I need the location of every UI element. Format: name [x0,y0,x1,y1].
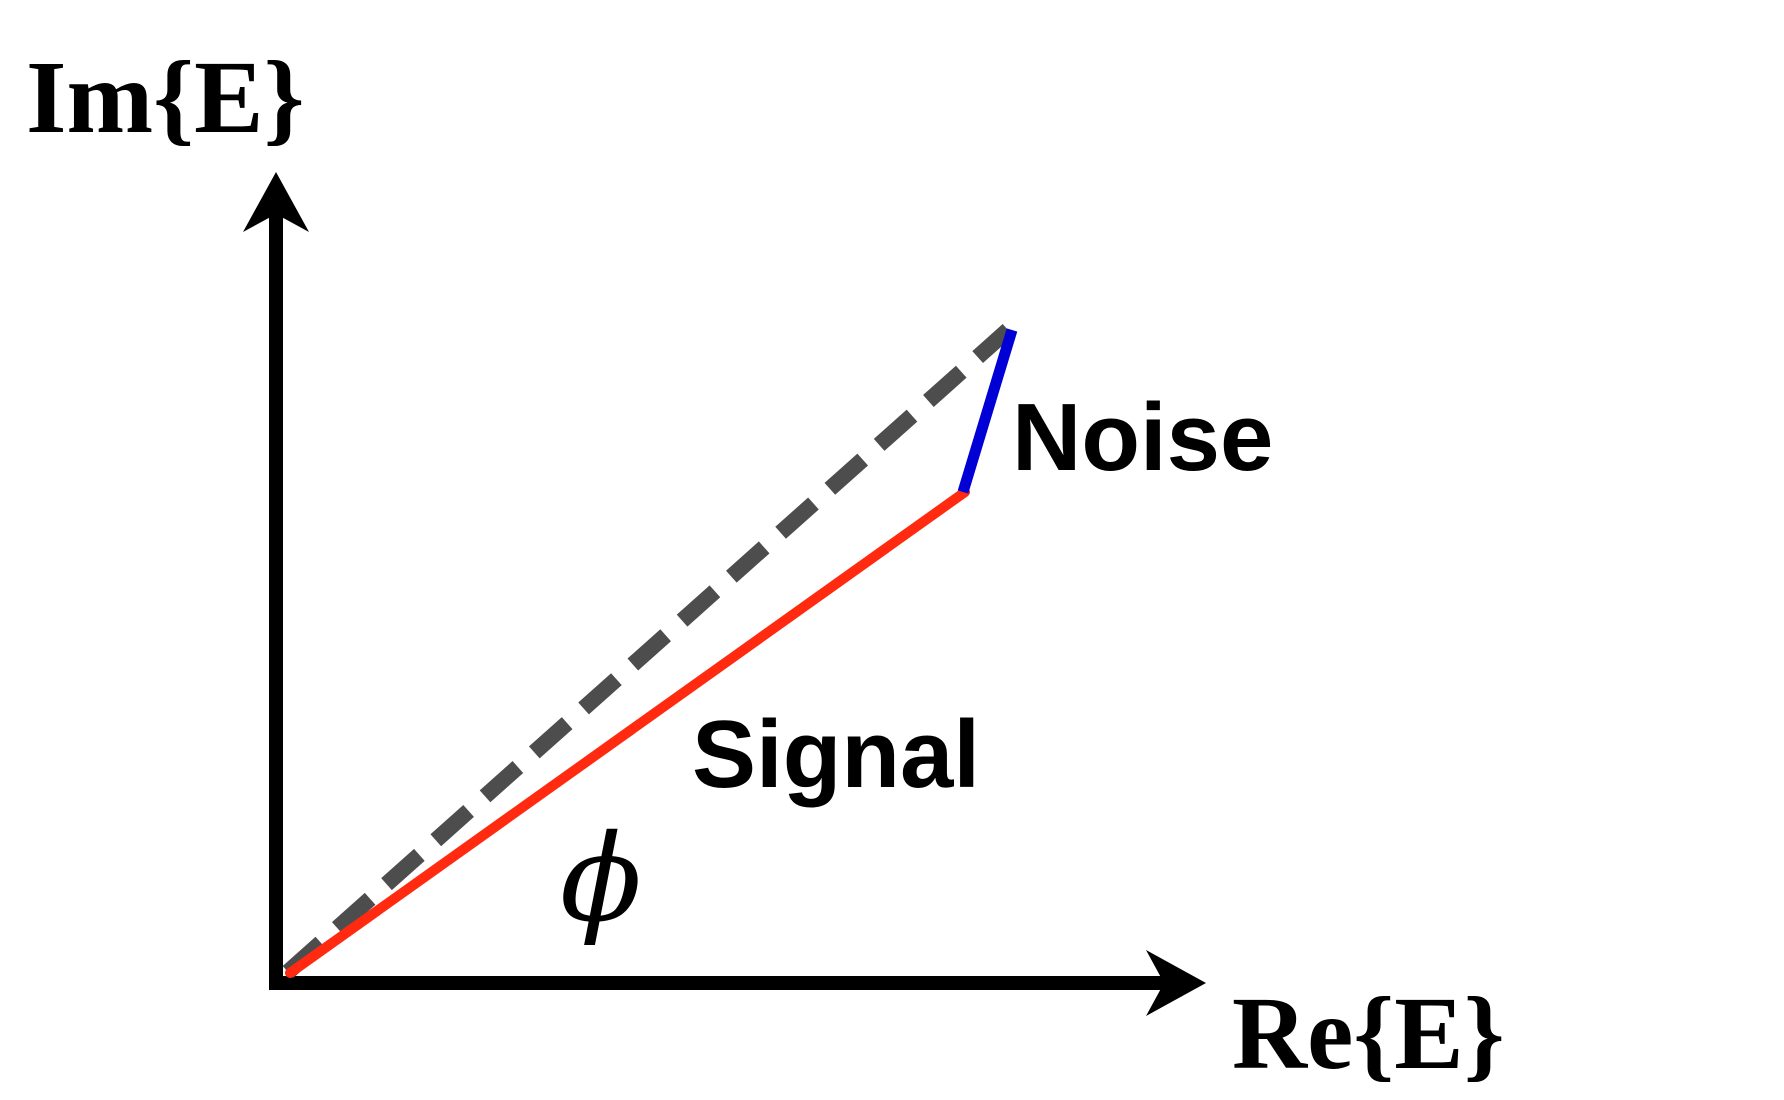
signal-vector [285,487,970,978]
phase-angle-label: ϕ [560,810,642,949]
real-axis-title: Re{E} [1232,976,1505,1091]
imaginary-axis-title: Im{E} [26,40,304,155]
real-axis [269,950,1206,1016]
resultant-vector [282,324,1014,978]
real-axis-arrowhead-icon [1146,950,1206,1016]
noise-label: Noise [1012,384,1273,491]
signal-label: Signal [692,701,980,808]
imaginary-axis-arrowhead-icon [243,172,309,232]
noise-vector [957,328,1018,494]
imaginary-axis [243,172,309,990]
